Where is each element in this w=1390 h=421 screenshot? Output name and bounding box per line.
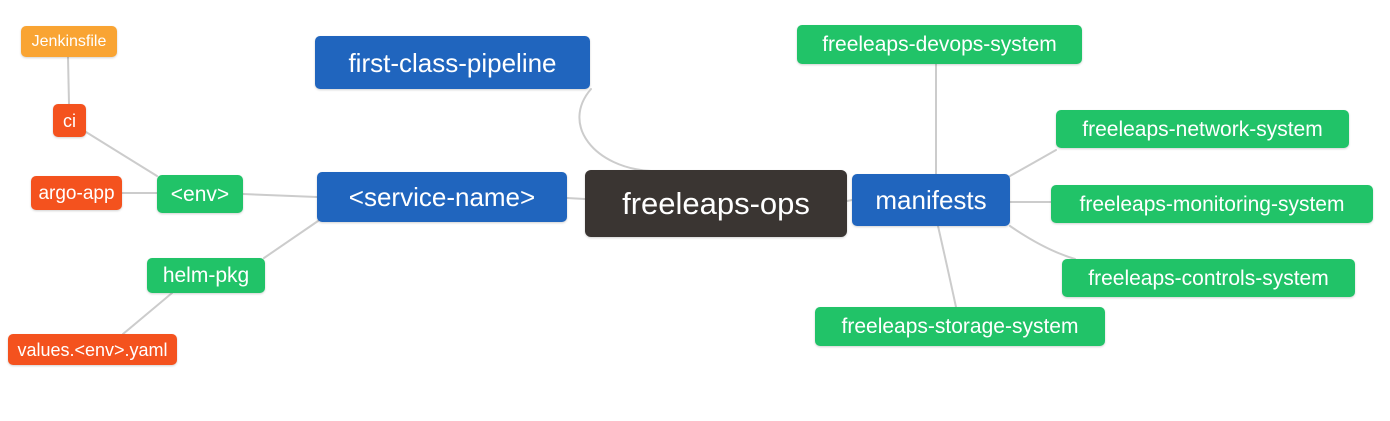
edge-service-root [566, 197, 586, 200]
edge-pipeline-root [578, 88, 652, 172]
node-freeleaps-devops-system[interactable]: freeleaps-devops-system [797, 25, 1082, 64]
node-first-class-pipeline[interactable]: first-class-pipeline [315, 36, 590, 89]
edge-manifests-storage [937, 225, 957, 308]
node-helm-pkg[interactable]: helm-pkg [147, 258, 265, 293]
node-values-env-yaml[interactable]: values.<env>.yaml [8, 334, 177, 365]
node-argo-app[interactable]: argo-app [31, 176, 122, 210]
edge-helm-pkg-values [122, 292, 173, 335]
node-freeleaps-monitoring-system[interactable]: freeleaps-monitoring-system [1051, 185, 1373, 223]
node-service-name[interactable]: <service-name> [317, 172, 567, 222]
edge-manifests-controls [1009, 225, 1076, 260]
node-jenkinsfile[interactable]: Jenkinsfile [21, 26, 117, 57]
node-freeleaps-ops-root[interactable]: freeleaps-ops [585, 170, 847, 237]
edge-service-helm-pkg [263, 220, 319, 259]
edge-jenkinsfile-ci [67, 56, 70, 105]
node-freeleaps-network-system[interactable]: freeleaps-network-system [1056, 110, 1349, 148]
node-freeleaps-storage-system[interactable]: freeleaps-storage-system [815, 307, 1105, 346]
node-env[interactable]: <env> [157, 175, 243, 213]
edge-manifests-network [1009, 149, 1057, 177]
node-freeleaps-controls-system[interactable]: freeleaps-controls-system [1062, 259, 1355, 297]
node-ci[interactable]: ci [53, 104, 86, 137]
edge-ci-env [85, 131, 158, 177]
node-manifests[interactable]: manifests [852, 174, 1010, 226]
edge-env-service [242, 193, 318, 198]
